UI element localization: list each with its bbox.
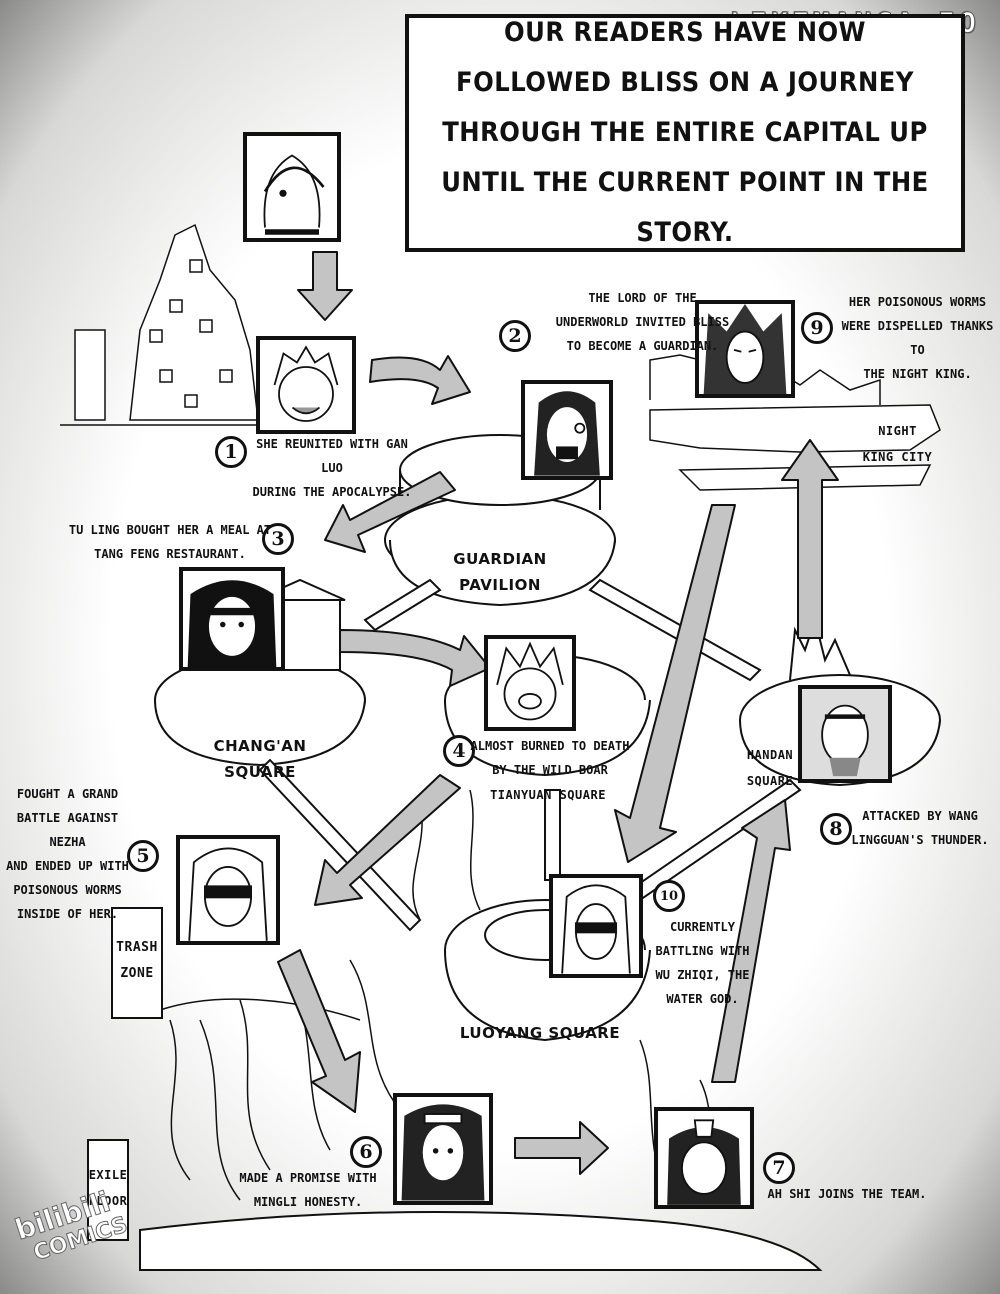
caption-step-7: AH SHI JOINS THE TEAM.	[767, 1187, 927, 1201]
portrait-tu-ling	[179, 567, 285, 671]
caption-step-2: THE LORD OF THE UNDERWORLD INVITED BLISS…	[555, 291, 730, 353]
exile-floor-sign	[87, 1139, 129, 1241]
step-number-5: 5	[127, 840, 159, 872]
caption-step-10: CURRENTLY BATTLING WITH WU ZHIQI, THE WA…	[655, 920, 750, 1006]
step-number-3: 3	[262, 523, 294, 555]
portrait-bliss	[243, 132, 341, 242]
exile-floor-platform	[139, 1211, 823, 1271]
step-number-4: 4	[443, 735, 475, 767]
step-number-6: 6	[350, 1136, 382, 1168]
place-luoyang-square: LUOYANG SQUARE	[459, 1024, 621, 1042]
bridges	[258, 578, 802, 932]
place-tianyuan-square: TIANYUAN SQUARE	[490, 788, 606, 802]
portrait-gan-luo	[256, 336, 356, 434]
caption-step-3: TU LING BOUGHT HER A MEAL AT TANG FENG R…	[68, 523, 272, 561]
step-number-9: 9	[801, 312, 833, 344]
caption-step-6: MADE A PROMISE WITH MINGLI HONESTY.	[239, 1171, 377, 1209]
place-trash-zone: TRASH ZONE	[116, 940, 158, 981]
intro-caption-box: OUR READERS HAVE NOW FOLLOWED BLISS ON A…	[405, 14, 965, 252]
step-number-10: 10	[653, 880, 685, 912]
step-number-2: 2	[499, 320, 531, 352]
journey-arrows	[277, 251, 839, 1175]
portrait-night-king	[695, 300, 795, 398]
caption-step-5: FOUGHT A GRAND BATTLE AGAINST NEZHA AND …	[6, 787, 129, 921]
changan-platform	[154, 578, 366, 767]
intro-text: OUR READERS HAVE NOW FOLLOWED BLISS ON A…	[441, 17, 929, 248]
portrait-nezha-battle	[176, 835, 280, 945]
portrait-lord-underworld	[521, 380, 613, 480]
step-number-7: 7	[763, 1152, 795, 1184]
place-handan-square: HANDAN SQUARE	[746, 748, 794, 788]
place-exile-floor: EXILE FLOOR	[88, 1168, 128, 1208]
caption-step-9: HER POISONOUS WORMS WERE DISPELLED THANK…	[841, 295, 994, 381]
caption-step-8: ATTACKED BY WANG LINGGUAN'S THUNDER.	[851, 809, 989, 847]
portrait-mingli-honesty	[393, 1093, 493, 1205]
portrait-ah-shi	[654, 1107, 754, 1209]
step-number-1: 1	[215, 436, 247, 468]
place-guardian-pavilion: GUARDIAN PAVILION	[453, 550, 547, 594]
portrait-wu-zhiqi	[549, 874, 643, 978]
portrait-wang-lingguan	[798, 685, 892, 783]
ruined-tower-drawing	[60, 223, 270, 426]
caption-step-1: SHE REUNITED WITH GAN LUO DURING THE APO…	[252, 437, 412, 499]
trash-zone-sign	[111, 907, 163, 1019]
place-night-king-city: NIGHT KING CITY	[862, 424, 933, 464]
portrait-wild-boar	[484, 635, 576, 731]
caption-step-4: ALMOST BURNED TO DEATH BY THE WILD BOAR	[470, 739, 630, 777]
place-changan-square: CHANG'AN SQUARE	[213, 737, 307, 781]
night-king-city-drawing	[649, 349, 941, 491]
step-number-8: 8	[820, 813, 852, 845]
